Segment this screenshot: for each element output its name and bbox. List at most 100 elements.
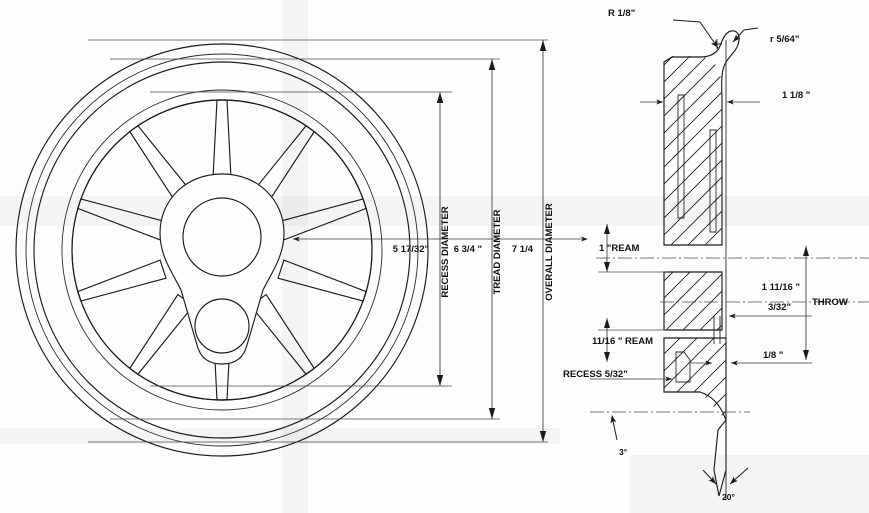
flange-taper-text: 3°: [619, 447, 628, 457]
hatch-line: [664, 56, 722, 245]
bore-ream-text: 1 "REAM: [599, 243, 639, 254]
hatch-line: [664, 338, 726, 420]
dimension-overall-diameter: 7 1/4 OVERALL DIAMETER: [512, 40, 555, 442]
hatch-line: [664, 56, 722, 245]
callout-fillet-radius: R 1/8": [608, 8, 722, 49]
hatch-line: [453, 235, 608, 390]
crank-throw-value: 1 11/16 ": [762, 282, 800, 293]
counterbore-ream-text: 11/16 " REAM: [592, 336, 653, 347]
recess-depth-text: RECESS 5/32": [563, 369, 628, 380]
hatch-line: [673, 56, 722, 245]
hatch-line: [827, 10, 869, 310]
hatch-line: [664, 56, 722, 245]
hatch-line: [664, 338, 668, 420]
wheel-section-view: [402, 10, 869, 500]
hatch-line: [664, 338, 726, 420]
diameter-dimension-set: 5 17/32" RECESS DIAMETER 6 3/4 " TREAD D…: [88, 39, 588, 443]
hatch-line: [725, 10, 869, 310]
hatch-line: [664, 56, 722, 245]
hatch-line: [664, 338, 726, 420]
hatch-line: [690, 56, 722, 245]
hatch-line: [742, 300, 869, 480]
hatch-line: [844, 10, 869, 310]
hatch-line: [810, 300, 869, 480]
callout-bore-ream: 1 "REAM: [598, 224, 668, 273]
hatch-line: [707, 56, 722, 245]
hatch-line: [844, 300, 869, 480]
groove-width-text: 3/32": [768, 302, 791, 313]
callout-corner-radius: r 5/64": [732, 27, 799, 45]
crank-pin-hole: [194, 298, 250, 354]
hatch-line: [724, 338, 726, 420]
hatch-line: [436, 235, 591, 390]
hatch-line: [664, 272, 722, 330]
hatch-line: [664, 56, 722, 245]
hatch-line: [673, 338, 726, 420]
hatch-line: [419, 300, 599, 480]
hatch-line: [664, 56, 722, 245]
section-outline: [663, 30, 740, 500]
section-center-lines: [590, 257, 869, 413]
hatch-line: [776, 10, 869, 310]
hatch-line: [402, 235, 557, 390]
hatch-line: [664, 56, 722, 245]
hatch-line: [664, 56, 722, 245]
hatch-line: [664, 56, 720, 245]
hatch-line: [759, 300, 869, 480]
wheel-bore: [182, 197, 262, 277]
hub-projection-text: 1/8 ": [763, 350, 783, 361]
wheel-spoke: [129, 293, 195, 376]
hatch-line: [707, 338, 726, 420]
callout-flange-angle: 20°: [702, 467, 749, 502]
dimension-recess-diameter: 5 17/32" RECESS DIAMETER: [293, 92, 588, 386]
flange-angle-text: 20°: [722, 492, 735, 502]
extension-lines: [88, 39, 548, 443]
hatch-line: [664, 272, 722, 330]
hatch-line: [664, 56, 722, 245]
hatch-line: [810, 10, 869, 310]
hatch-line: [690, 338, 726, 420]
tread-diameter-label: TREAD DIAMETER: [492, 209, 503, 294]
section-callouts: R 1/8" r 5/64" 1 1/8 " 1 "REAM: [563, 8, 848, 502]
overall-diameter-label: OVERALL DIAMETER: [544, 203, 555, 301]
hatch-line: [664, 338, 726, 420]
hatch-line: [664, 56, 722, 245]
hatch-line: [664, 56, 722, 245]
hatch-line: [436, 300, 616, 480]
callout-crank-throw: 1 11/16 " THROW: [762, 246, 848, 360]
corner-radius-text: r 5/64": [770, 34, 799, 45]
hatch-line: [861, 10, 869, 310]
hatch-line: [664, 56, 722, 245]
hatch-line: [664, 338, 726, 420]
hatch-line: [776, 300, 869, 480]
hatch-line: [664, 338, 702, 420]
tread-diameter-value: 6 3/4 ": [454, 244, 482, 255]
recess-diameter-label: RECESS DIAMETER: [440, 206, 451, 297]
hatch-line: [827, 300, 869, 480]
wheel-spoke: [77, 259, 167, 302]
callout-recess-depth: RECESS 5/32": [563, 369, 672, 382]
hatch-line: [664, 272, 722, 330]
overall-diameter-value: 7 1/4: [512, 244, 534, 255]
hatch-line: [664, 272, 722, 330]
hatch-line: [793, 10, 869, 310]
callout-hub-projection: 1/8 ": [690, 350, 812, 366]
callout-groove-width: 3/32": [729, 302, 812, 319]
dimension-tread-diameter: 6 3/4 " TREAD DIAMETER: [454, 59, 503, 419]
wheel-front-view: [15, 43, 429, 457]
rim-width-text: 1 1/8 ": [782, 90, 810, 101]
wheel-web-edge: [71, 99, 373, 401]
hatch-line: [664, 338, 726, 420]
hatch-line: [861, 300, 869, 480]
crank-throw-word: THROW: [812, 297, 848, 308]
hatch-line: [759, 10, 869, 310]
hatch-line: [793, 300, 869, 480]
hatch-line: [664, 338, 685, 420]
callout-rim-width: 1 1/8 ": [640, 90, 810, 105]
hatch-line: [664, 338, 726, 420]
recess-diameter-value: 5 17/32": [393, 244, 429, 255]
hatch-line: [664, 56, 722, 245]
callout-flange-taper: 3°: [610, 415, 628, 457]
